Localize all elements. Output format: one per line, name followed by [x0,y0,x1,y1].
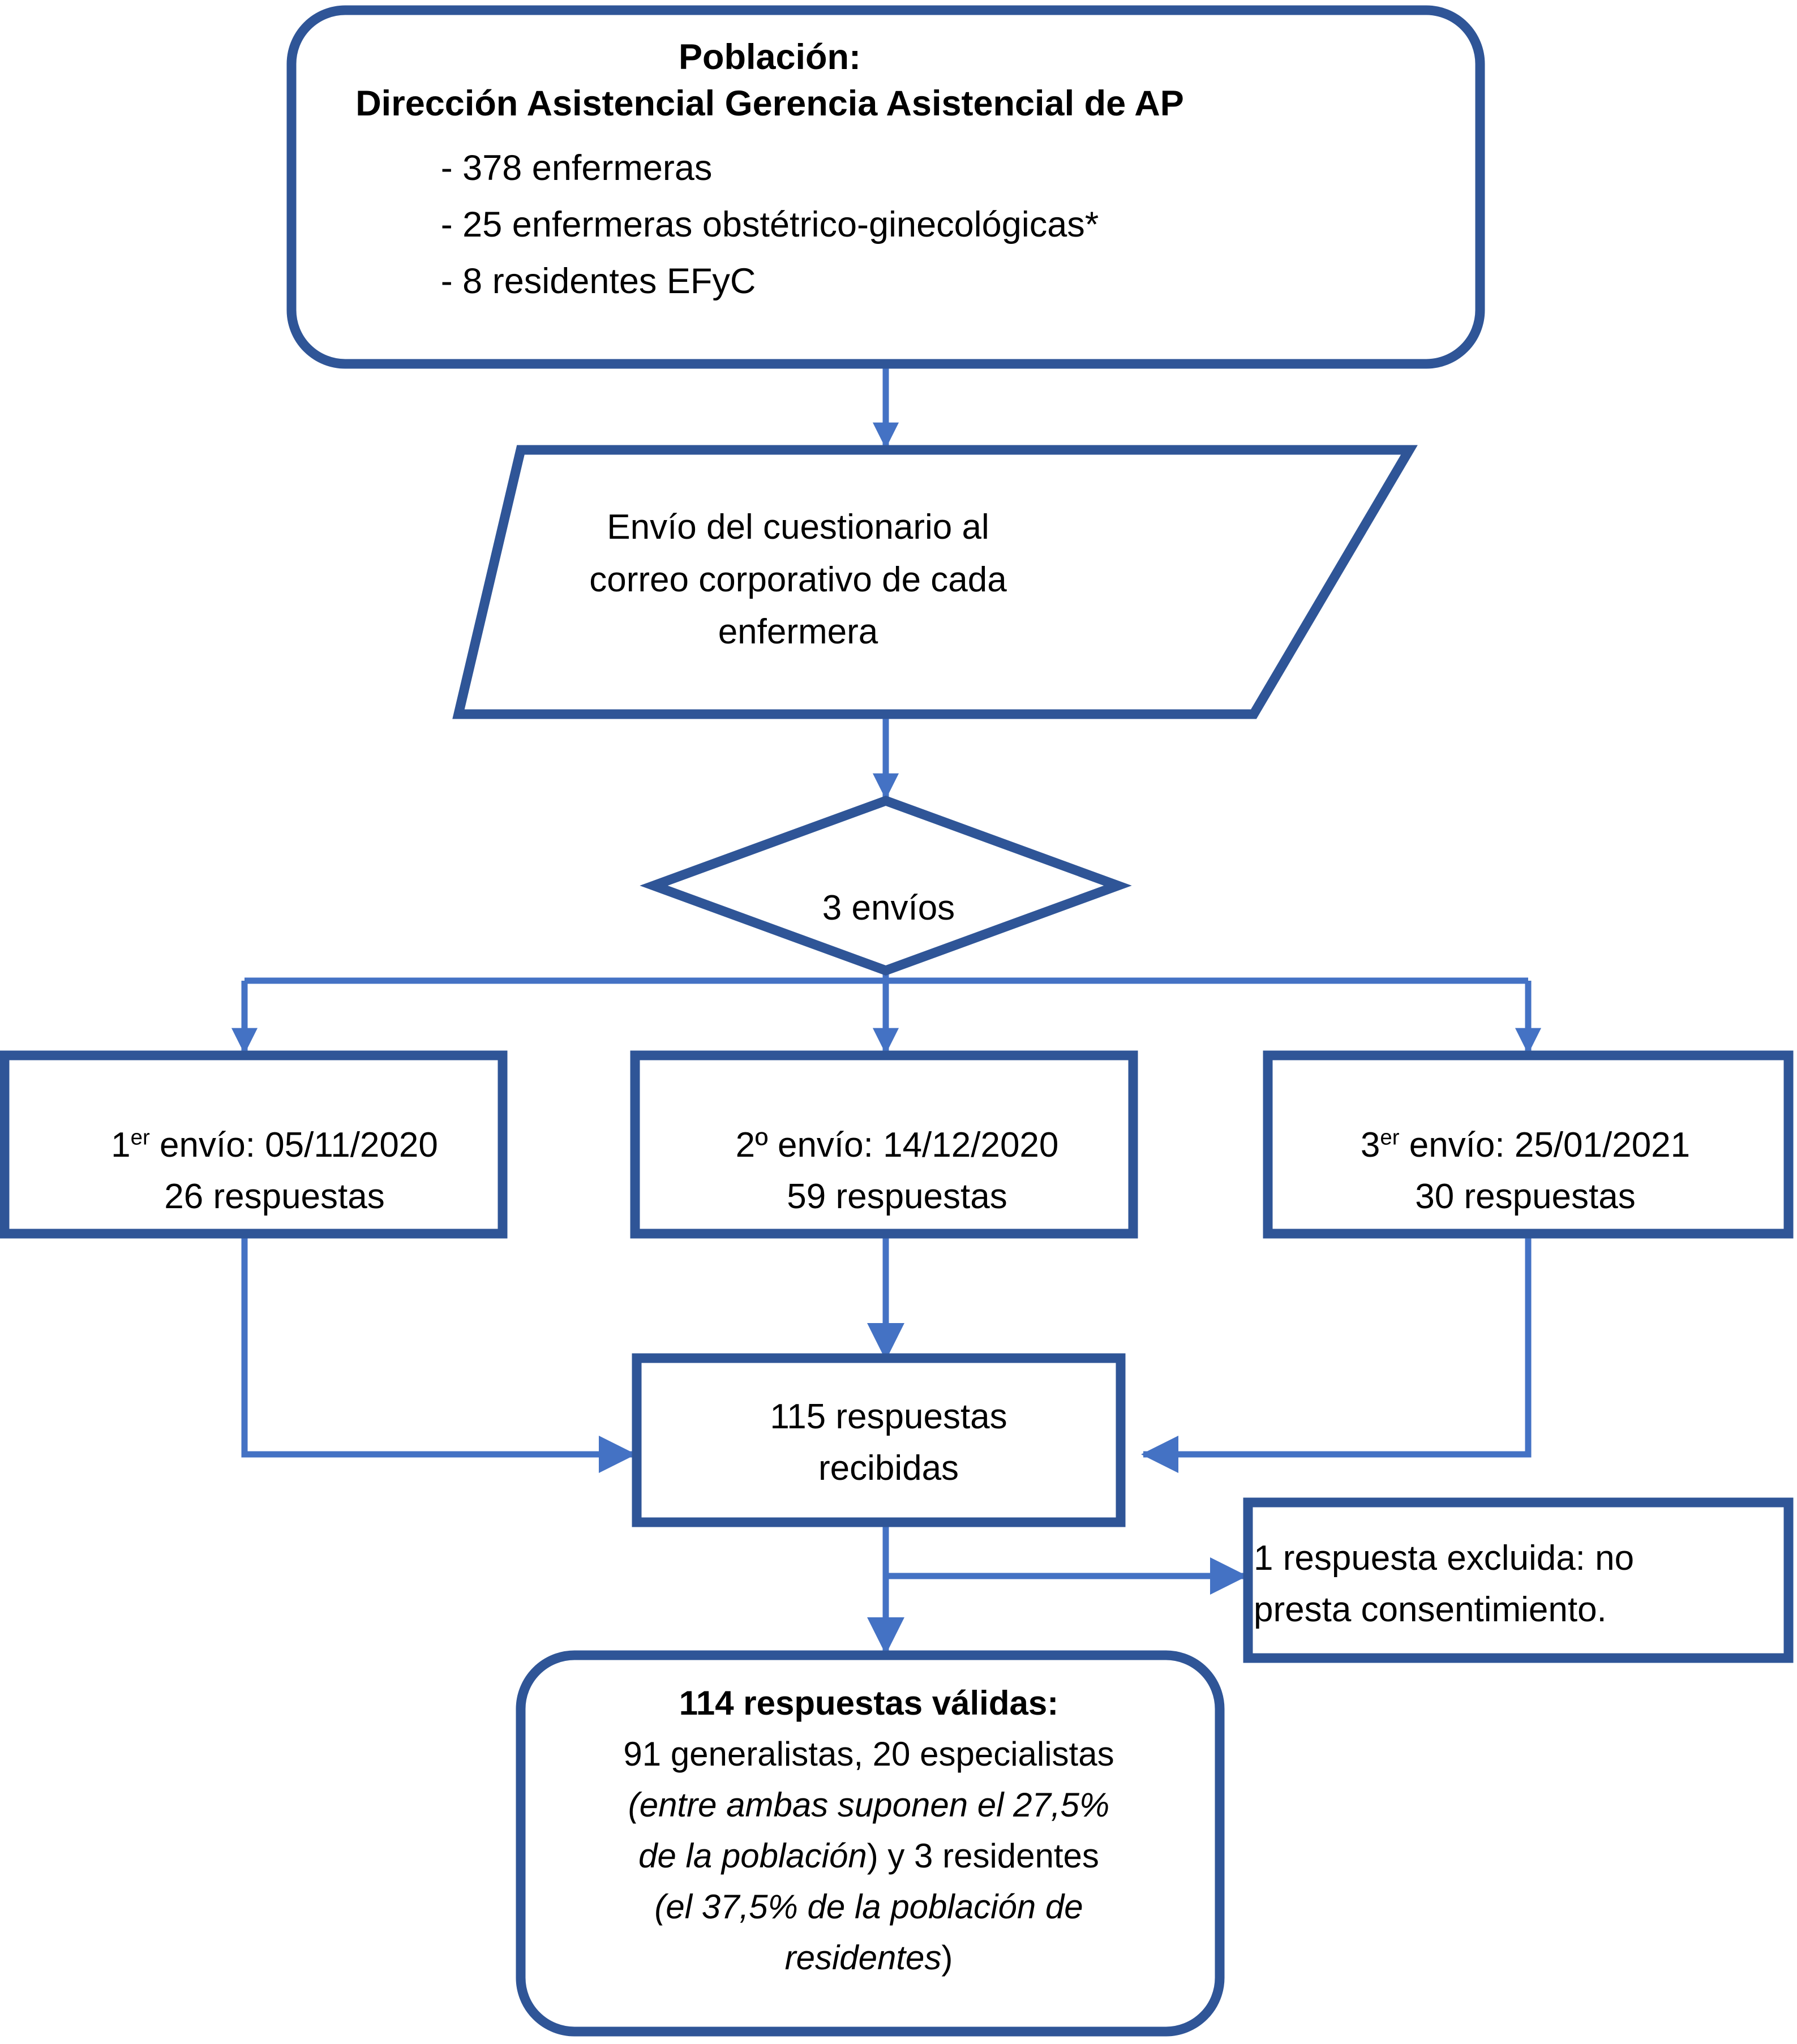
shape-population[interactable] [286,5,1485,369]
shape-mailing-2[interactable] [630,1050,1138,1239]
shape-mailing-1[interactable] [0,1050,508,1239]
shape-mailing-3[interactable] [1263,1050,1794,1239]
shape-received[interactable] [632,1353,1126,1527]
shape-excluded[interactable] [1243,1497,1794,1663]
shape-valid[interactable] [516,1650,1225,2037]
connector-layer [231,365,1542,1655]
connector-mailing-1-to-received [241,1234,636,1473]
shape-decision[interactable] [640,795,1132,976]
connector-mailing-3-to-received [1141,1234,1532,1473]
shape-layer [0,5,1794,2037]
shape-send-questionnaire[interactable] [452,445,1418,719]
